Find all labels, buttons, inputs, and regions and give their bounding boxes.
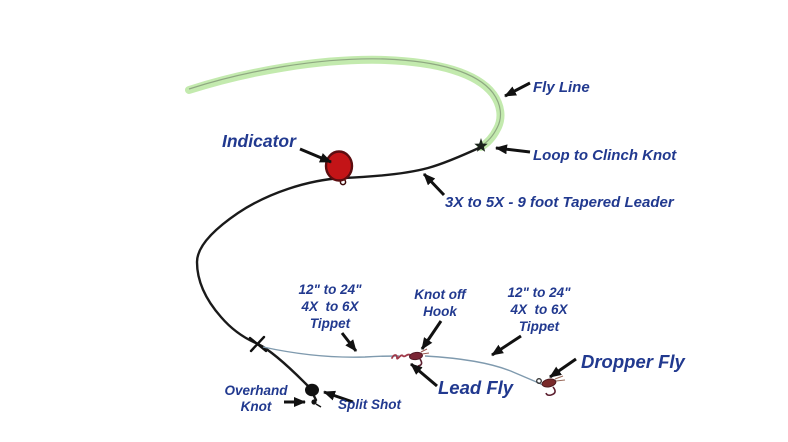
arrow-indicator [299,147,332,164]
svg-text:Hook: Hook [423,304,458,319]
svg-text:4X to 6X: 4X to 6X [300,299,359,314]
tippet-line-left [262,346,400,358]
overhand-knot-label: Overhand Knot [224,383,288,414]
split-shot-label: Split Shot [338,397,401,412]
svg-text:12" to 24": 12" to 24" [507,285,571,300]
tippet-left-label: 12" to 24" 4X to 6X Tippet [298,282,362,331]
dropper-fly-graphic [536,375,566,397]
lead-fly-graphic [391,348,430,367]
indicator-label: Indicator [222,131,297,151]
arrow-split-shot [323,390,354,404]
knot-off-hook-label: Knot off Hook [414,287,467,319]
loop-to-clinch-knot-label: Loop to Clinch Knot [533,147,677,164]
svg-text:12" to 24": 12" to 24" [298,282,362,297]
arrow-tippet-right [491,334,522,357]
arrow-fly-line [504,81,531,98]
loop-to-clinch-knot-mark [474,138,488,152]
tapered-leader-curve [195,145,483,402]
dropper-fly-label: Dropper Fly [581,351,687,372]
tapered-leader-label: 3X to 5X - 9 foot Tapered Leader [445,194,675,211]
svg-text:Knot: Knot [241,399,272,414]
overhand-knot-mark [311,399,322,408]
arrow-lead-fly [410,362,438,388]
svg-text:4X to 6X: 4X to 6X [509,302,568,317]
svg-text:Overhand: Overhand [224,383,288,398]
tippet-right-label: 12" to 24" 4X to 6X Tippet [507,285,571,334]
split-shot-weight [305,383,319,397]
arrow-dropper-fly [549,357,577,379]
svg-text:Tippet: Tippet [310,316,351,331]
arrow-loop-knot [495,144,531,155]
tippet-line-right [424,355,544,386]
fly-line-curve [185,55,505,151]
arrow-tapered-leader [422,172,446,197]
tippet-knot-mark [248,335,268,353]
arrow-tippet-left [340,332,358,352]
lead-fly-label: Lead Fly [438,377,515,398]
annotation-arrows [284,81,577,407]
strike-indicator-ball [324,150,354,186]
svg-text:Knot off: Knot off [414,287,467,302]
arrow-knot-off-hook [420,320,443,350]
svg-text:Tippet: Tippet [519,319,560,334]
fly-line-label: Fly Line [533,79,590,96]
